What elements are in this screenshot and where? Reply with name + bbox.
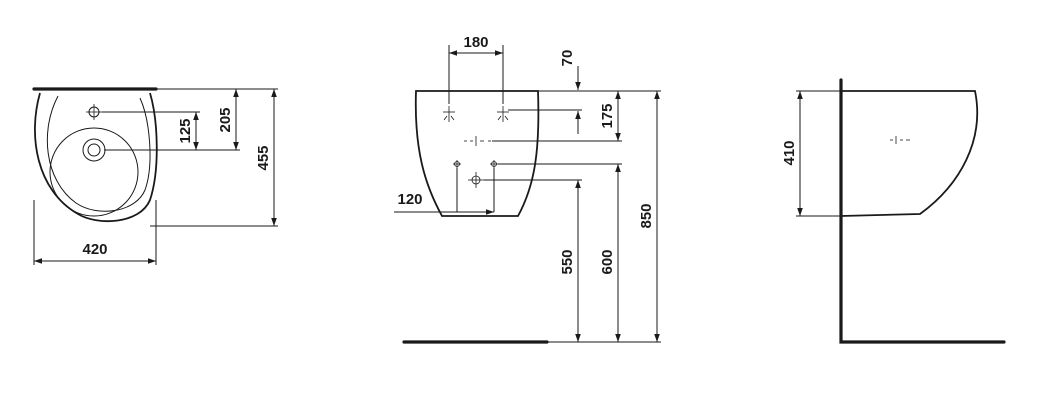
basin-outline [34,92,158,223]
label-410: 410 [781,140,798,165]
basin-bowl-circle [49,127,139,217]
drain-outer-circle [82,138,106,162]
label-180: 180 [463,34,488,51]
waste-symbol [468,172,484,188]
label-125: 125 [177,118,194,143]
label-120: 120 [397,191,422,208]
label-175: 175 [599,103,616,128]
elevation-view: 180 70 175 120 550 600 850 [394,34,661,344]
side-basin-outline [840,90,979,217]
side-overflow-mark [890,136,910,144]
elevation-outline [414,90,540,217]
front-view: 125 205 455 420 [32,87,278,265]
wall-and-floor [839,78,1006,344]
label-70: 70 [559,50,576,67]
label-205: 205 [217,107,234,132]
basin-inner-bowl [46,95,151,212]
tap-symbol-right [497,106,509,122]
drain-inner-circle [87,143,101,157]
side-view: 410 [781,78,1006,344]
overflow-mark [464,136,491,146]
label-455: 455 [255,145,272,170]
tap-symbol-left [443,106,455,122]
label-600: 600 [599,249,616,274]
label-850: 850 [638,203,655,228]
fixing-symbol-left [453,160,461,168]
fixing-symbol-right [490,160,498,168]
label-420: 420 [82,241,107,258]
label-550: 550 [559,249,576,274]
